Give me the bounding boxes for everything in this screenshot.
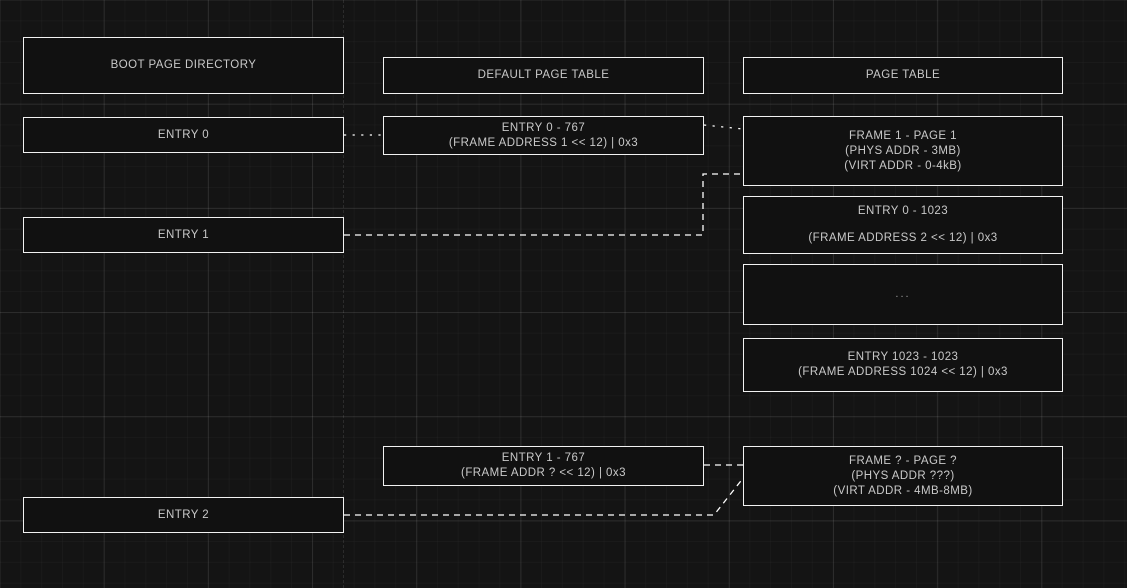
boot-page-directory-header[interactable]: BOOT PAGE DIRECTORY [23, 37, 344, 94]
middle-entry-1-767[interactable]: ENTRY 1 - 767 (FRAME ADDR ? << 12) | 0x3 [383, 446, 704, 486]
left-entry-0[interactable]: ENTRY 0 [23, 117, 344, 153]
vertical-guide-line [343, 0, 344, 588]
middle-entry-0-767[interactable]: ENTRY 0 - 767 (FRAME ADDRESS 1 << 12) | … [383, 116, 704, 155]
default-page-table-header[interactable]: DEFAULT PAGE TABLE [383, 57, 704, 94]
connector-entry0-767-to-frame1 [703, 124, 744, 130]
right-frame-unknown-page-unknown[interactable]: FRAME ? - PAGE ? (PHYS ADDR ???) (VIRT A… [743, 446, 1063, 506]
connector-entry1-to-frame1 [344, 173, 743, 236]
left-entry-2[interactable]: ENTRY 2 [23, 497, 344, 533]
right-entry-1023-1023[interactable]: ENTRY 1023 - 1023 (FRAME ADDRESS 1024 <<… [743, 338, 1063, 392]
right-frame-1-page-1[interactable]: FRAME 1 - PAGE 1 (PHYS ADDR - 3MB) (VIRT… [743, 116, 1063, 186]
left-entry-1[interactable]: ENTRY 1 [23, 217, 344, 253]
right-entries-ellipsis[interactable]: ... [743, 264, 1063, 325]
page-table-header[interactable]: PAGE TABLE [743, 57, 1063, 94]
right-entry-0-1023[interactable]: ENTRY 0 - 1023 (FRAME ADDRESS 2 << 12) |… [743, 196, 1063, 254]
